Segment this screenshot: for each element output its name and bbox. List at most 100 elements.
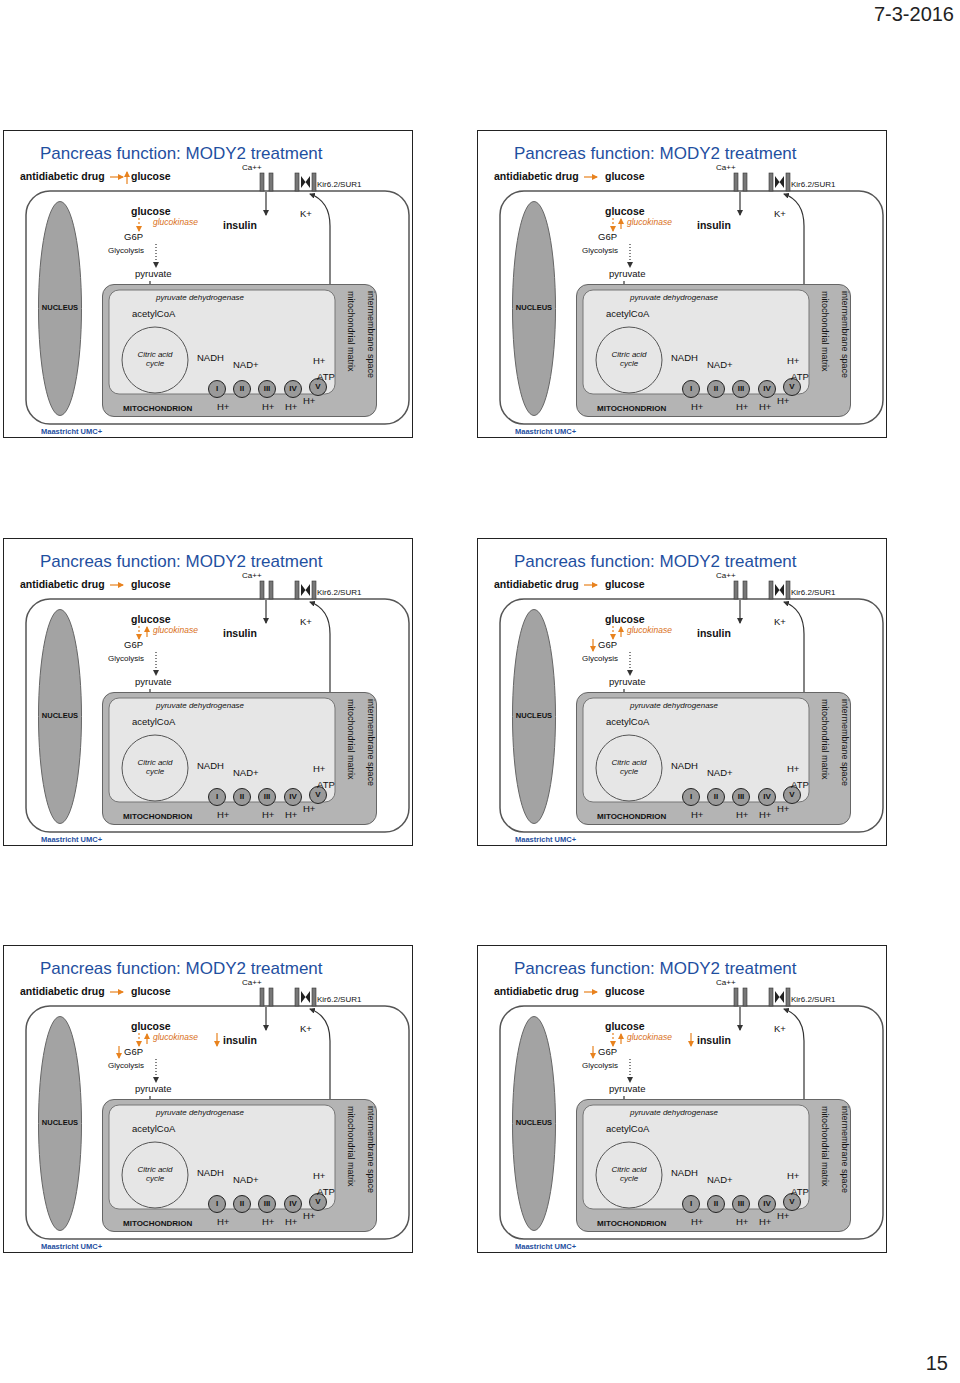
channel-gate <box>775 176 784 188</box>
glucose-label: glucose <box>131 1021 171 1033</box>
glucose-label: glucose <box>131 206 171 218</box>
glucose-label: glucose <box>131 986 171 998</box>
calcium-arrow <box>739 600 740 623</box>
mitochondrion-label: MITOCHONDRION <box>597 813 666 822</box>
metabolite-label: pyruvate <box>135 677 171 687</box>
drug-arrow <box>584 176 597 177</box>
cell-membrane <box>26 599 409 832</box>
cell-membrane <box>26 1006 409 1239</box>
glucokinase-arrow <box>612 218 613 231</box>
enzyme-label: glucokinase <box>153 218 198 227</box>
complex-number: IV <box>289 793 297 802</box>
nucleus-label: NUCLEUS <box>42 1119 78 1127</box>
katp-channel <box>786 988 790 1006</box>
glycolysis-arrow <box>155 244 156 267</box>
mitochondrion-label: MITOCHONDRION <box>123 813 192 822</box>
drug-label: antidiabetic drug <box>494 171 579 183</box>
region-label: mitochondrial matrix <box>819 1106 829 1187</box>
region-label: mitochondrial matrix <box>345 1106 355 1187</box>
pathway-label: Glycolysis <box>582 655 618 664</box>
atp-label: ATP <box>317 1187 335 1197</box>
complex-circle: II <box>707 788 725 806</box>
mitochondrion-label: MITOCHONDRION <box>597 405 666 414</box>
complex-circle: III <box>732 1195 750 1213</box>
region-label: intermembrane space <box>839 699 849 786</box>
katp-channel <box>295 173 299 191</box>
slide-title: Pancreas function: MODY2 treatment <box>40 960 323 979</box>
citric-acid-cycle-label: Citric acid cycle <box>131 759 179 777</box>
complex-number: V <box>789 791 794 800</box>
complex-circle: II <box>707 1195 725 1213</box>
proton-label: H+ <box>691 810 703 820</box>
inner-membrane <box>109 698 335 802</box>
metabolite-label: pyruvate <box>609 269 645 279</box>
channel-gate <box>301 991 310 1003</box>
calcium-arrow <box>739 1007 740 1030</box>
region-label: mitochondrial matrix <box>345 699 355 780</box>
mitochondrion: MITOCHONDRIONCitric acid cycleIIIIIIIVV <box>102 692 377 825</box>
katp-channel <box>769 988 773 1006</box>
mitochondrion: MITOCHONDRIONCitric acid cycleIIIIIIIVV <box>576 284 851 417</box>
citric-acid-cycle-label: Citric acid cycle <box>605 351 653 369</box>
nucleus-label: NUCLEUS <box>516 304 552 312</box>
drug-arrow <box>110 991 123 992</box>
increase-arrow <box>126 172 127 184</box>
drug-label: antidiabetic drug <box>20 986 105 998</box>
glucose-label: glucose <box>131 171 171 183</box>
complex-number: V <box>315 383 320 392</box>
katp-channel <box>295 581 299 599</box>
glucokinase-arrow <box>138 1033 139 1046</box>
decrease-arrow <box>216 1033 217 1046</box>
calcium-channel <box>269 988 273 1006</box>
calcium-channel <box>734 581 738 599</box>
proton-label: H+ <box>777 804 789 814</box>
metabolite-label: acetylCoA <box>132 1124 175 1134</box>
proton-label: H+ <box>303 1211 315 1221</box>
enzyme-label: pyruvate dehydrogenase <box>156 1109 244 1118</box>
complex-circle: IV <box>758 1195 776 1213</box>
ion-label: Ca++ <box>716 572 736 581</box>
complex-circle: III <box>732 788 750 806</box>
complex-number: III <box>738 385 745 394</box>
decrease-arrow <box>592 1046 593 1058</box>
glucokinase-arrow <box>138 218 139 231</box>
slide-title: Pancreas function: MODY2 treatment <box>514 960 797 979</box>
complex-number: IV <box>763 385 771 394</box>
proton-label: H+ <box>691 402 703 412</box>
inner-membrane <box>109 1105 335 1209</box>
atp-label: ATP <box>317 780 335 790</box>
proton-label: H+ <box>217 402 229 412</box>
complex-circle: IV <box>284 1195 302 1213</box>
complex-circle: I <box>208 380 226 398</box>
hormone-label: insulin <box>697 1035 731 1047</box>
proton-label: H+ <box>262 402 274 412</box>
slide-title: Pancreas function: MODY2 treatment <box>40 145 323 164</box>
cofactor-label: NAD+ <box>233 360 259 370</box>
enzyme-label: pyruvate dehydrogenase <box>156 294 244 303</box>
complex-circle: III <box>732 380 750 398</box>
region-label: mitochondrial matrix <box>819 699 829 780</box>
proton-label: H+ <box>303 804 315 814</box>
hormone-label: insulin <box>223 628 257 640</box>
metabolite-label: G6P <box>598 640 617 650</box>
proton-label: H+ <box>285 402 297 412</box>
metabolite-label: pyruvate <box>609 677 645 687</box>
decrease-arrow <box>690 1033 691 1046</box>
hormone-label: insulin <box>697 220 731 232</box>
calcium-channel <box>269 173 273 191</box>
enzyme-label: pyruvate dehydrogenase <box>630 1109 718 1118</box>
citric-acid-cycle: Citric acid cycle <box>594 325 664 395</box>
proton-label: H+ <box>217 810 229 820</box>
proton-label: H+ <box>759 402 771 412</box>
nucleus-outline <box>513 1017 556 1231</box>
mitochondrion-label: MITOCHONDRION <box>597 1220 666 1229</box>
channel-label: Kir6.2/SUR1 <box>791 996 835 1005</box>
atp-label: ATP <box>317 372 335 382</box>
enzyme-label: glucokinase <box>627 1033 672 1042</box>
katp-channel <box>786 581 790 599</box>
slide-panel: Pancreas function: MODY2 treatmentNUCLEU… <box>477 945 887 1253</box>
proton-label: H+ <box>777 1211 789 1221</box>
calcium-channel <box>260 173 264 191</box>
calcium-channel <box>743 988 747 1006</box>
cofactor-label: NADH <box>671 1168 698 1178</box>
